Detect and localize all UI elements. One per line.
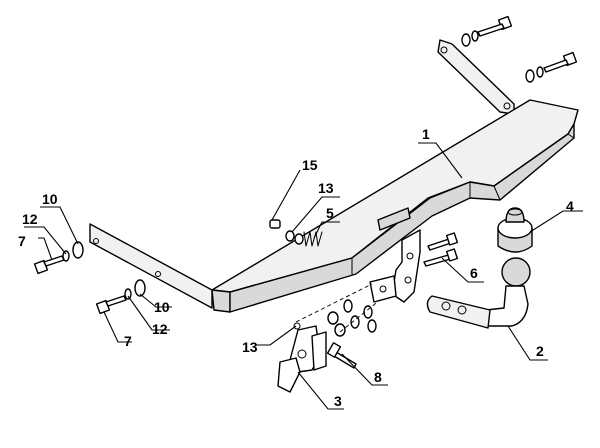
label-part-13-bottom: 13 xyxy=(242,339,258,355)
bolts-6 xyxy=(423,232,459,267)
label-part-4: 4 xyxy=(566,198,574,214)
label-part-10-left: 10 xyxy=(42,191,58,207)
bolt-8 xyxy=(326,342,357,369)
leader-lines xyxy=(24,142,583,410)
label-part-10-bottom: 10 xyxy=(154,299,170,315)
socket-bracket xyxy=(277,322,327,393)
part-labels: 1 4 2 3 5 15 13 6 8 13 7 12 10 7 12 10 xyxy=(18,126,574,409)
label-part-12-bottom: 12 xyxy=(152,321,168,337)
left-bolts xyxy=(33,241,146,315)
tow-ball-arm xyxy=(426,257,531,329)
spring-assembly xyxy=(269,219,323,247)
top-bolts xyxy=(461,15,578,83)
label-part-7-left: 7 xyxy=(18,233,26,249)
label-part-12-left: 12 xyxy=(22,211,38,227)
nuts-washers xyxy=(327,299,377,337)
label-part-6: 6 xyxy=(470,265,478,281)
assembly-line xyxy=(295,283,373,323)
label-part-1: 1 xyxy=(422,126,430,142)
cross-beam xyxy=(89,39,579,313)
label-part-5: 5 xyxy=(326,205,334,221)
assembly-line xyxy=(339,299,381,333)
label-part-8: 8 xyxy=(374,369,382,385)
label-part-15: 15 xyxy=(302,157,318,173)
label-part-7-bottom: 7 xyxy=(124,333,132,349)
label-part-13-top: 13 xyxy=(318,180,334,196)
label-part-3: 3 xyxy=(334,393,342,409)
ball-cap xyxy=(497,207,533,253)
label-part-2: 2 xyxy=(536,343,544,359)
